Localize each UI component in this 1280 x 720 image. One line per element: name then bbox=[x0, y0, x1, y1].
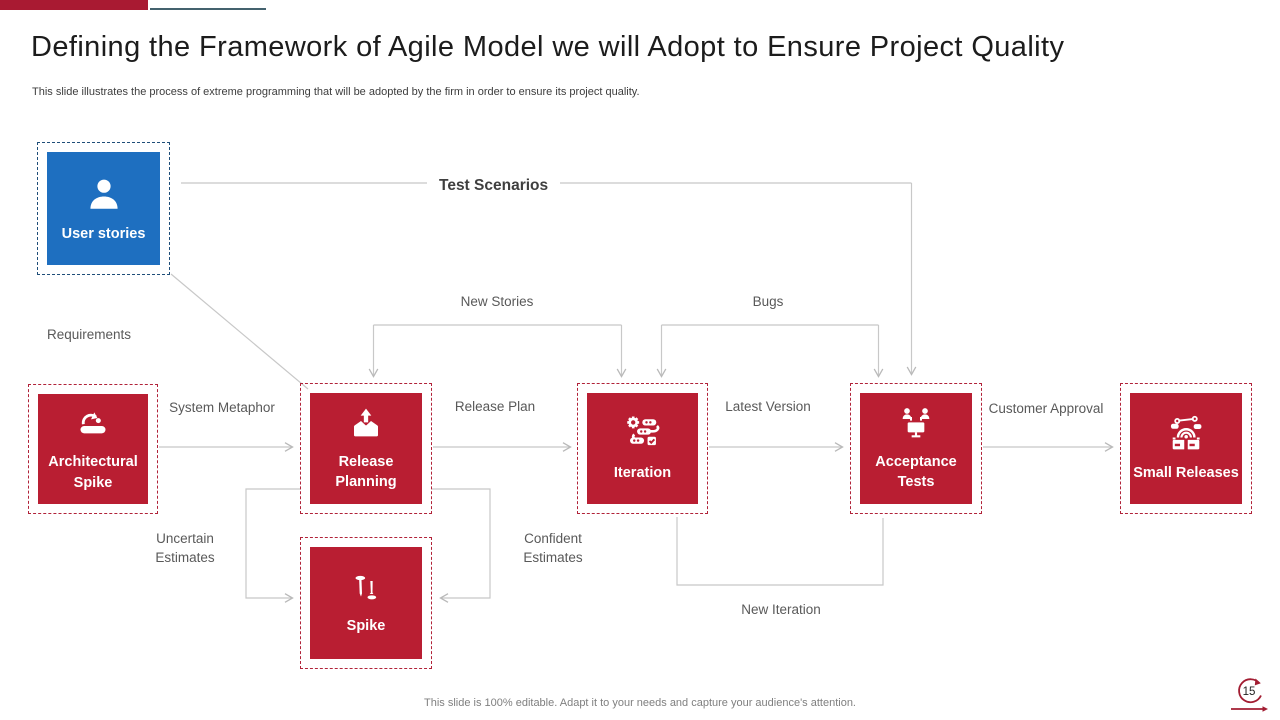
release-box-icon bbox=[354, 408, 378, 437]
node-spike: Spike bbox=[300, 537, 432, 669]
node-label: Architectural Spike bbox=[48, 454, 138, 491]
page-number: 15 bbox=[1242, 686, 1256, 698]
curved-arrow-icon bbox=[80, 412, 106, 434]
edge-label-release-plan: Release Plan bbox=[454, 399, 536, 414]
person-icon bbox=[89, 179, 118, 209]
edge-label-confident-estimates: Confident Estimates bbox=[523, 531, 583, 565]
edge-label-new-stories: New Stories bbox=[460, 294, 534, 309]
edge-label-test-scenarios: Test Scenarios bbox=[427, 176, 561, 195]
nails-icon bbox=[355, 576, 377, 600]
edge-label-new-iteration: New Iteration bbox=[741, 602, 821, 617]
node-iteration: Iteration bbox=[577, 383, 708, 514]
gear-workflow-icon bbox=[626, 416, 659, 445]
top-accent-bar bbox=[0, 0, 148, 10]
node-label: User stories bbox=[61, 225, 146, 242]
edge-label-latest-version: Latest Version bbox=[725, 399, 811, 414]
package-launch-icon bbox=[1170, 415, 1202, 450]
node-release-planning-box: Release Planning bbox=[310, 393, 422, 504]
edge-uncertain-estimates bbox=[245, 488, 301, 603]
sprint-loop-icon bbox=[1231, 678, 1268, 712]
node-label: Release Planning bbox=[335, 453, 397, 490]
node-label: Acceptance Tests bbox=[875, 453, 957, 490]
node-user-stories-box: User stories bbox=[47, 152, 160, 265]
edge-label-bugs: Bugs bbox=[752, 294, 784, 309]
top-accent-line bbox=[150, 8, 266, 10]
node-user-stories: User stories bbox=[37, 142, 170, 275]
node-label: Small Releases bbox=[1133, 464, 1239, 481]
edge-confident-estimates bbox=[432, 488, 491, 603]
footer-note: This slide is 100% editable. Adapt it to… bbox=[424, 697, 856, 709]
meeting-screen-icon bbox=[902, 407, 930, 438]
edge-label-requirements: Requirements bbox=[47, 327, 132, 342]
node-label: Spike bbox=[346, 618, 386, 635]
page-subtitle: This slide illustrates the process of ex… bbox=[32, 86, 640, 98]
edge-label-uncertain-estimates: Uncertain Estimates bbox=[155, 531, 215, 565]
node-architectural-spike: Architectural Spike bbox=[28, 384, 158, 514]
page-number-badge: 15 bbox=[1226, 674, 1272, 716]
node-label: Iteration bbox=[613, 464, 672, 481]
edge-label-system-metaphor: System Metaphor bbox=[169, 400, 275, 415]
edge-label-customer-approval: Customer Approval bbox=[988, 401, 1104, 416]
node-architectural-spike-box: Architectural Spike bbox=[38, 394, 148, 504]
page-title: Defining the Framework of Agile Model we… bbox=[31, 31, 1065, 63]
node-small-releases: Small Releases bbox=[1120, 383, 1252, 514]
node-release-planning: Release Planning bbox=[300, 383, 432, 514]
node-iteration-box: Iteration bbox=[587, 393, 698, 504]
node-spike-box: Spike bbox=[310, 547, 422, 659]
node-small-releases-box: Small Releases bbox=[1130, 393, 1242, 504]
node-acceptance-tests: Acceptance Tests bbox=[850, 383, 982, 514]
edge-requirements-diagonal bbox=[170, 273, 309, 390]
node-acceptance-tests-box: Acceptance Tests bbox=[860, 393, 972, 504]
edge-new-iteration bbox=[676, 517, 884, 586]
